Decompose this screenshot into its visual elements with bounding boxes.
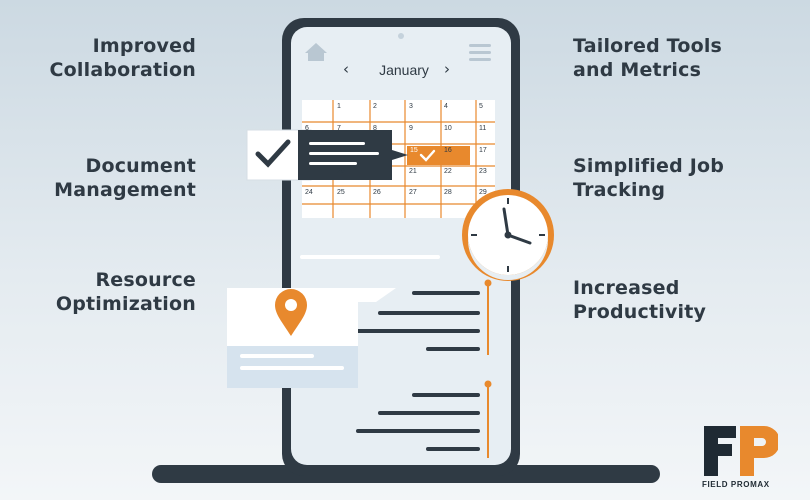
calendar-day[interactable]: 21	[409, 168, 417, 175]
calendar-day[interactable]: 1	[337, 103, 341, 110]
calendar-day[interactable]: 2	[373, 103, 377, 110]
calendar-day[interactable]: 11	[479, 125, 487, 132]
document-lines	[309, 142, 379, 165]
clock-icon	[462, 189, 554, 281]
calendar-day[interactable]: 4	[444, 103, 448, 110]
calendar-highlight-cell	[407, 146, 470, 165]
calendar-next-button[interactable]: ›	[444, 60, 450, 78]
calendar-day[interactable]: 26	[373, 189, 381, 196]
checkmark-icon	[419, 149, 436, 162]
document-checkmark-icon	[255, 139, 291, 168]
calendar-day[interactable]: 10	[444, 125, 452, 132]
calendar-day[interactable]: 8	[373, 125, 377, 132]
calendar-prev-button[interactable]: ‹	[343, 60, 349, 78]
calendar-day[interactable]: 3	[409, 103, 413, 110]
calendar-day[interactable]: 23	[479, 168, 487, 175]
calendar-day-selected[interactable]: 15	[410, 147, 418, 154]
calendar-day[interactable]: 5	[479, 103, 483, 110]
calendar-day[interactable]: 28	[444, 189, 452, 196]
calendar-day[interactable]: 7	[337, 125, 341, 132]
location-pin-icon	[275, 289, 307, 336]
hamburger-menu-icon	[469, 44, 491, 61]
calendar-day[interactable]: 6	[305, 125, 309, 132]
calendar-day[interactable]: 25	[337, 189, 345, 196]
calendar-day[interactable]: 22	[444, 168, 452, 175]
calendar-day[interactable]: 17	[479, 147, 487, 154]
calendar-day[interactable]: 24	[305, 189, 313, 196]
calendar-day[interactable]: 9	[409, 125, 413, 132]
logo-text: FIELD PROMAX	[702, 480, 770, 489]
calendar-day[interactable]: 27	[409, 189, 417, 196]
phone-camera	[398, 33, 404, 39]
calendar-day[interactable]: 20	[337, 168, 345, 175]
timeline-bars-top	[356, 291, 480, 351]
timeline-bars-bottom	[356, 393, 480, 451]
home-icon	[305, 43, 327, 61]
calendar-day[interactable]: 16	[444, 147, 452, 154]
field-promax-logo	[704, 426, 778, 476]
location-card	[227, 288, 396, 346]
divider-bar	[300, 255, 440, 259]
calendar-month-label: January	[379, 62, 429, 78]
location-card-lines	[240, 354, 344, 370]
calendar-day[interactable]: 29	[479, 189, 487, 196]
